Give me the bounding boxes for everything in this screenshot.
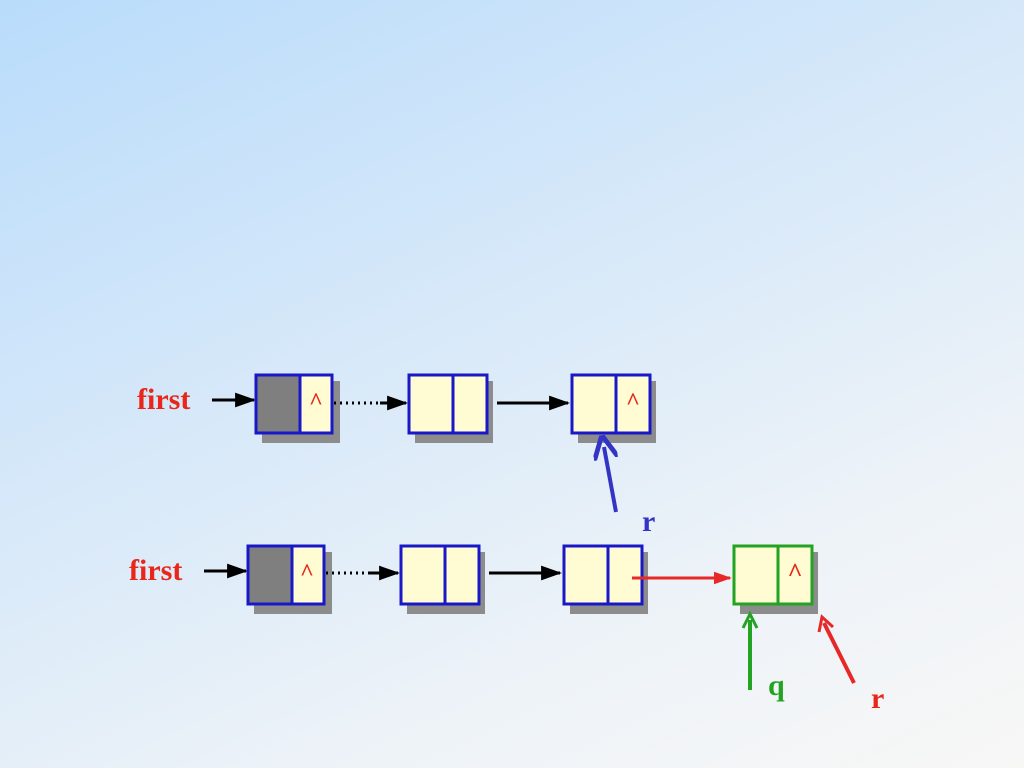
tail-node: ^ — [570, 373, 656, 443]
new-node: ^ — [732, 544, 818, 614]
new-node-null-mark: ^ — [787, 558, 802, 587]
tail-null-mark: ^ — [626, 389, 640, 415]
first-label: first — [129, 554, 182, 587]
null-mark: ^ — [309, 389, 323, 415]
r-label: r — [871, 682, 884, 715]
old-tail-node — [562, 544, 648, 614]
head-node: ^ — [246, 544, 332, 614]
head-node: ^ — [254, 373, 340, 443]
q-arrowhead — [741, 610, 759, 629]
r-pointer-arrow — [604, 447, 616, 513]
q-label: q — [768, 669, 785, 702]
list-after: first ^ — [129, 544, 884, 715]
null-mark: ^ — [300, 560, 314, 586]
first-label: first — [137, 383, 190, 416]
r-arrowhead — [817, 614, 835, 633]
r-label: r — [642, 505, 655, 538]
list-node — [399, 544, 485, 614]
list-before: first ^ ^ — [137, 373, 656, 538]
list-node — [407, 373, 493, 443]
r-pointer-arrow — [822, 622, 856, 684]
